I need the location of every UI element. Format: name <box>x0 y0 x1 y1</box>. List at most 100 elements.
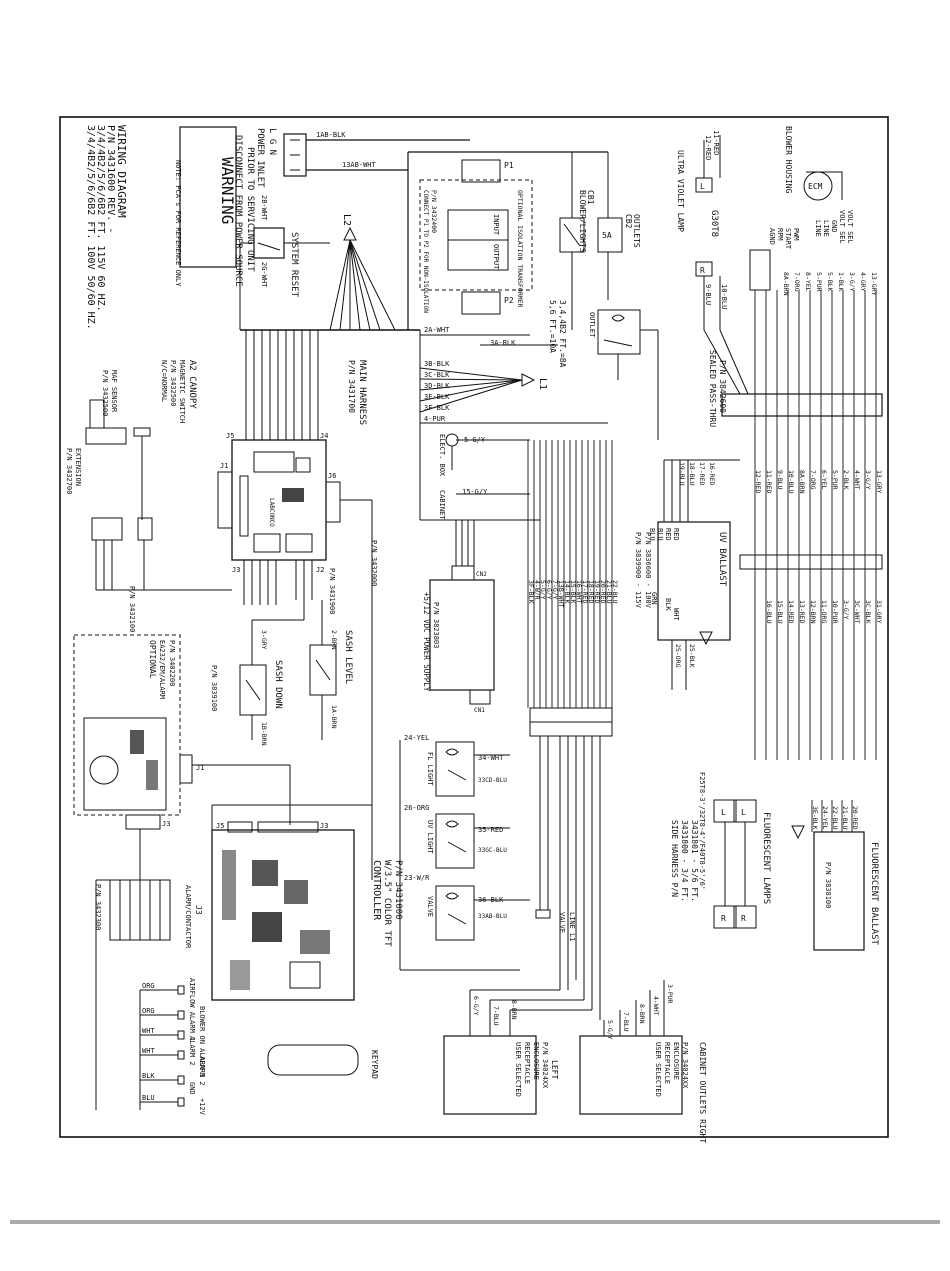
extension-label: EXTENSION <box>74 448 82 486</box>
isolation-title: OPTIONAL ISOLATION TRANSFORMER <box>516 190 524 307</box>
p1-label: P1 <box>504 161 514 170</box>
alarm-wire-2: WHT <box>142 1027 155 1035</box>
p2-connector <box>461 291 501 315</box>
relay-uv: UV LIGHT 35-RED 33GC-BLU 26-ORG <box>404 804 507 869</box>
side-harness-wires <box>539 736 601 1020</box>
uv-ballast-term-6: GRN <box>650 592 658 605</box>
alarm-j3-label: J3 <box>162 820 170 828</box>
uv-ballast <box>657 521 731 641</box>
ballast-wire-label: 17-RED <box>698 462 706 486</box>
uv-ballast-term-0: RED <box>672 528 680 541</box>
wire-3d-blk: 3D-BLK <box>424 382 450 390</box>
fl-wire-label: 22-BLU <box>831 806 839 830</box>
power-supply-label: +5/12 VDC POWER SUPPLY <box>422 592 431 692</box>
bus-wire-label: 6-G/Y <box>545 580 553 600</box>
sensor-pn: P/N 3432500 <box>101 370 109 416</box>
uv-w4: 10-BLU <box>720 284 728 309</box>
relay-uv-in: 26-ORG <box>404 804 429 812</box>
blower-ctrl-1: START <box>784 228 792 250</box>
right-wire-3: 7-BLU <box>622 1012 630 1032</box>
alarm-ea: EA232/EM/ALARM <box>158 640 166 699</box>
alarm-board <box>83 717 167 811</box>
sash-w1: 2-BRN <box>330 630 338 650</box>
relay-fl: FL LIGHT 34-WHT 33CD-BLU 24-YEL <box>404 734 507 797</box>
fl-ground <box>791 825 805 840</box>
blower-pin-2: GND <box>830 220 838 233</box>
pass-thru-pn: P/N 3842600 <box>718 360 727 413</box>
fl-lamps-spec: F25T8-3'/32T8-4'/F40T8-5'/6' <box>698 772 706 890</box>
ballast-wire-label: 19-BLU <box>678 462 686 486</box>
uv-lamp-label: ULTRA VIOLET LAMP <box>676 150 685 232</box>
j6-connector <box>325 481 341 523</box>
blower-pin-4: LINE <box>814 220 822 237</box>
side-harness-label: SIDE HARNESS P/N <box>670 820 679 897</box>
sash-level-label: SASH LEVEL <box>343 630 353 684</box>
relay-uv-label: UV LIGHT <box>426 820 434 855</box>
power-supply-pn: P/N 3823803 <box>432 602 440 648</box>
bus-wire-label: 14-BLK <box>563 580 571 604</box>
right-bundle-label: 13-GRY <box>875 470 883 494</box>
relay-valve-label: VALVE <box>426 896 434 917</box>
alarm-j1 <box>179 754 193 784</box>
title-heading: WIRING DIAGRAM <box>115 125 128 218</box>
bus-wire-label: 17-RED <box>581 580 589 604</box>
bus-wire-label: 15-BLK <box>569 580 577 604</box>
uv-ballast-term-5: BLK <box>664 598 672 611</box>
fl-ballast-label: FLUORESCENT BALLAST <box>869 842 879 946</box>
l1-terminal <box>521 373 536 387</box>
right-bundle-label: 9-BLU <box>776 470 784 490</box>
cb2-label: CB2 <box>624 214 633 229</box>
system-reset-label: SYSTEM RESET <box>289 232 299 298</box>
bottom-bundle-label: 10-PUR <box>831 600 839 624</box>
side-harness-pn1: 3431800 - 3/4 FT. <box>680 820 689 902</box>
sash-down-switch <box>239 664 267 716</box>
cn2-label: CN2 <box>476 571 487 578</box>
outlet-wires <box>469 980 665 1036</box>
wire-13ab-wht: 13AB-WHT <box>342 161 377 169</box>
title-block: WIRING DIAGRAM P/N 3431600 REV. - 3/4/4B… <box>85 125 128 330</box>
sash-level-switch <box>309 644 337 696</box>
left-wire-1: 7-BLU <box>492 1006 500 1026</box>
title-line1: 3/4/4B2/5/6/6B2 FT. 115V 60 HZ. <box>95 125 106 312</box>
alarm-wire-1: ORG <box>142 1007 155 1015</box>
isolation-pn: P/N 3432400 <box>430 190 438 233</box>
p1-connector <box>461 159 501 183</box>
bus-wire-label: 13B-WHT <box>557 580 565 607</box>
footer-rule <box>10 1220 940 1224</box>
alarm-outputs: ORG ORG WHT WHT BLK BLU <box>139 982 185 1110</box>
left-pn: P/N 34024XX <box>541 1042 549 1089</box>
uv-lamp-part: G30T8 <box>709 210 719 237</box>
right-bundle-label: 11-RED <box>765 470 773 494</box>
bottom-bundle-label: 16-BLU <box>765 600 773 624</box>
right-bundle-label: 7-ORG <box>809 470 817 490</box>
sash-w6: 1B-BRN <box>260 722 268 746</box>
diagram-border <box>59 116 889 1138</box>
cb1-label: CB1 <box>586 190 595 205</box>
j5-label: J5 <box>226 432 234 440</box>
relay-valve: VALVE 36-BLK 33AB-BLU 23-W/R <box>404 874 507 941</box>
controller-j3 <box>257 821 319 833</box>
bottom-bundle-label: 11-ORG <box>820 600 828 624</box>
right-wire-0: 3-PUR <box>666 984 674 1004</box>
blower-wire-label: 3-G/Y <box>848 272 856 292</box>
alarm-pn: P/N 3402200 <box>168 640 176 686</box>
uv-ballast-term-2: BLU <box>656 528 664 541</box>
controller-sub: W/3.5" COLOR TFT <box>382 860 392 947</box>
power-supply-wires <box>420 519 540 566</box>
right-bundle: 13-GRY3-G/Y4-WHT2-BLK5-PUR6-YEL7-ORG8A-B… <box>754 290 883 760</box>
cb-rating1: 3,4,4B2 FT.=8A <box>558 300 567 368</box>
relay-valve-in: 23-W/R <box>404 874 430 882</box>
power-inlet-pins: L G N <box>267 128 277 155</box>
blower-pin-0: VOLT SEL <box>846 210 854 244</box>
fl-ballast-pn: P/N 3838100 <box>824 862 832 908</box>
left-wire-0: 8-BRN <box>510 1000 518 1020</box>
alarm-wire-3: WHT <box>142 1047 155 1055</box>
warning-note: NOTE: PCA's FOR REFERENCE ONLY <box>174 160 182 287</box>
uv-ballast-term-3: BLU <box>648 528 656 541</box>
l1-wires: 3B-BLK 3C-BLK 3D-BLK 3E-BLK 3F-BLK 4-PUR <box>419 360 608 424</box>
fluorescent-ballast <box>813 831 865 951</box>
j3-label: J3 <box>232 566 240 574</box>
bus-wire-label: 3F-BLK <box>527 580 535 604</box>
outlet-relay-label: OUTLET <box>588 312 596 338</box>
bus-wire-label: 16-WHT <box>575 580 583 604</box>
